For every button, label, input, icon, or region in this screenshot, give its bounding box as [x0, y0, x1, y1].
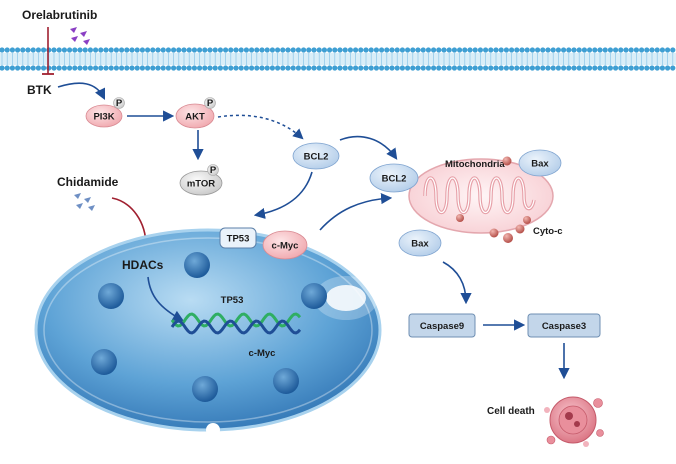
mtor-label: mTOR	[187, 179, 215, 190]
mitochondria-label: Mitochondria	[445, 159, 505, 170]
akt-to-bcl2-dashed-arrow	[217, 114, 304, 140]
dna-cmyc-label: c-Myc	[249, 348, 276, 359]
bcl2-node: BCL2	[292, 142, 340, 170]
tp53-label: TP53	[227, 234, 250, 245]
btk-to-pi3k-arrow	[57, 82, 106, 101]
caspase9-node: Caspase9	[408, 313, 476, 338]
cell-death-label: Cell death	[487, 406, 535, 417]
btk-label: BTK	[27, 83, 52, 97]
orelabrutinib-inhibition-line	[42, 27, 54, 75]
hdacs-label: HDACs	[122, 258, 164, 272]
bcl2-to-tp53-arrow	[253, 171, 313, 219]
caspase3-label: Caspase3	[542, 321, 586, 332]
caspase9-label: Caspase9	[420, 321, 464, 332]
chidamide-molecules-icon	[74, 193, 95, 211]
pi3k-node: PI3K P	[85, 97, 125, 128]
tp53-node: TP53	[219, 227, 257, 249]
cmyc-label: c-Myc	[272, 241, 299, 252]
bcl2-mito-node: BCL2	[369, 163, 419, 193]
mtor-phospho-label: P	[210, 165, 217, 176]
cmyc-node: c-Myc	[262, 230, 308, 260]
akt-phospho-label: P	[207, 98, 214, 109]
mtor-phospho-badge	[207, 164, 219, 176]
akt-phospho-badge	[204, 97, 216, 109]
bax-label: Bax	[411, 239, 429, 250]
cmyc-to-mitochondria-arrow	[319, 193, 393, 231]
pi3k-phospho-badge	[113, 97, 125, 109]
dna-tp53-label: TP53	[221, 295, 244, 306]
bax-mito-label: Bax	[531, 159, 549, 170]
bcl2-label: BCL2	[304, 152, 329, 163]
cell-membrane	[0, 47, 676, 71]
bax-to-caspase9-arrow	[442, 261, 472, 305]
caspase3-node: Caspase3	[527, 313, 601, 338]
dna-strand-blue	[170, 319, 302, 335]
pi3k-phospho-label: P	[116, 98, 123, 109]
orelabrutinib-label: Orelabrutinib	[22, 8, 97, 22]
hdacs-to-dna-arrow	[147, 276, 184, 322]
bax-mito-node: Bax	[518, 149, 562, 177]
bcl2-to-mitochondria-arrow	[339, 135, 398, 160]
orelabrutinib-molecules-icon	[70, 27, 90, 45]
cyto-c-label: Cyto-c	[533, 226, 563, 237]
nuclear-pores	[91, 252, 327, 402]
apoptotic-cell-icon	[544, 396, 604, 447]
akt-node: AKT P	[175, 97, 216, 129]
bcl2-mito-label: BCL2	[382, 174, 407, 185]
bax-node: Bax	[398, 229, 442, 257]
chidamide-label: Chidamide	[57, 175, 119, 189]
mtor-node: mTOR P	[179, 164, 223, 196]
akt-label: AKT	[185, 112, 205, 123]
cyto-c-molecules	[456, 156, 531, 243]
pi3k-label: PI3K	[93, 112, 114, 123]
mitochondrion	[408, 158, 554, 234]
